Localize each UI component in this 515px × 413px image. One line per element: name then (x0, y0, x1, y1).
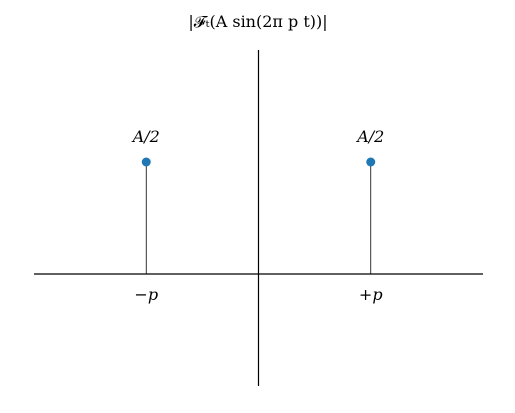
x-tick-label: +p (359, 285, 383, 304)
value-label: A/2 (355, 127, 384, 146)
stem-marker (366, 157, 376, 167)
stem-marks: A/2 −p A/2 +p (131, 127, 385, 304)
x-tick-label: −p (134, 285, 158, 304)
chart-title: |𝓕ₜ(A sin(2π p t))| (188, 12, 327, 31)
value-label: A/2 (131, 127, 160, 146)
stem-marker (141, 157, 151, 167)
